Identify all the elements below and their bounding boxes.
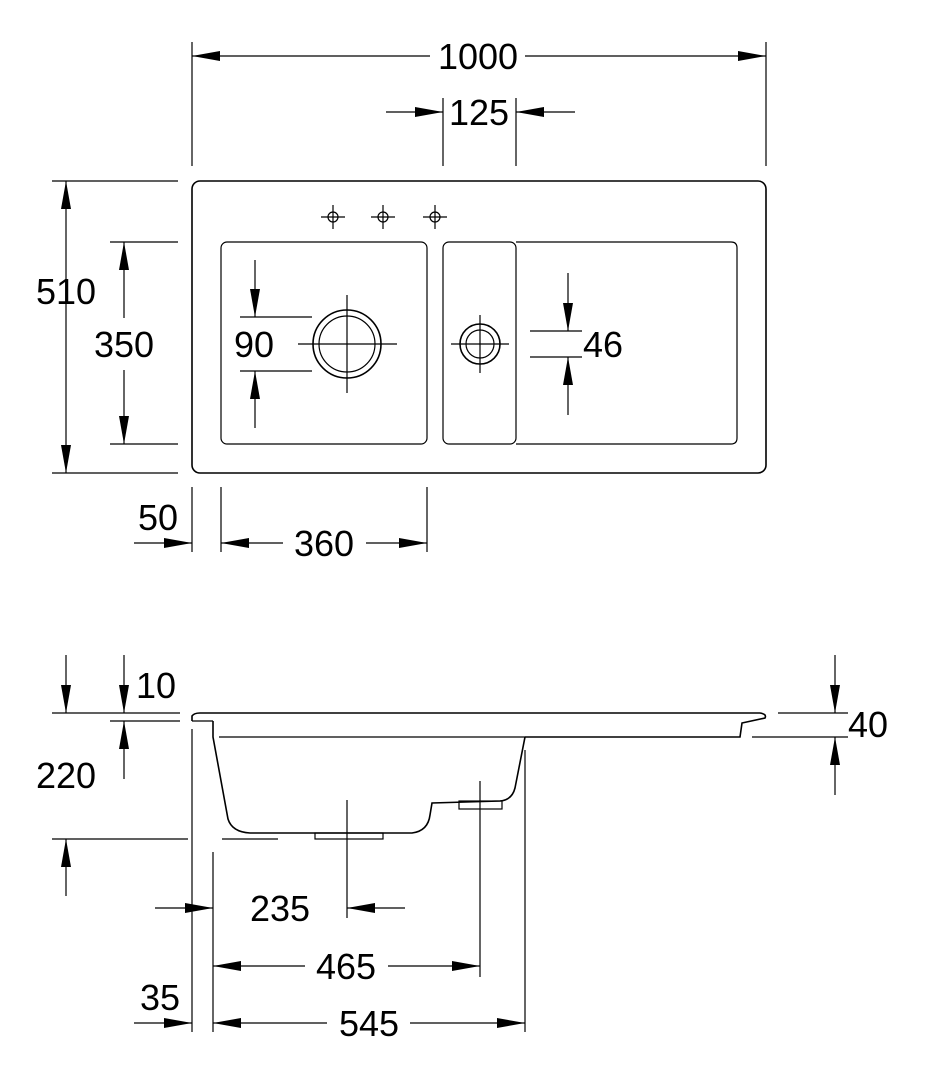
tap-hole-icon [320,204,346,230]
dimension-bowl-total-width: 545 [213,1003,525,1044]
label-small-drain: 46 [583,324,623,365]
dimension-edge-offset-side: 35 [134,977,192,1028]
small-drain-icon [451,315,509,373]
label-rim-thickness: 10 [136,665,176,706]
dimension-edge-offset-top: 50 [134,487,222,552]
label-drain-offset: 235 [250,888,310,929]
dimension-second-drain-offset: 465 [213,946,480,987]
dimension-main-drain: 90 [234,260,312,428]
sink-outline [191,180,767,474]
label-bowl-height: 220 [36,755,96,796]
side-view: 10 220 40 235 [36,655,888,1044]
sink-rim-profile [191,712,767,738]
label-drainer-height: 40 [848,704,888,745]
label-second-drain-offset: 465 [316,946,376,987]
dimension-small-drain: 46 [530,273,623,415]
dimension-bowl-width: 360 [221,487,428,564]
bowl-profile [212,721,526,834]
dimension-drainer-height: 40 [752,655,888,795]
label-tap-spacing: 125 [449,92,509,133]
label-overall-depth: 510 [36,271,96,312]
label-main-drain: 90 [234,324,274,365]
dimension-bowl-height: 220 [36,755,278,896]
label-bowl-depth: 350 [94,324,154,365]
label-edge-offset-side: 35 [140,977,180,1018]
main-bowl [220,241,428,445]
main-drain-icon [298,295,397,393]
label-bowl-width: 360 [294,523,354,564]
dimension-tap-spacing: 125 [386,92,575,166]
dimension-bowl-depth: 350 [94,241,178,445]
drain-outlet [314,832,384,840]
small-bowl [442,241,517,445]
dimension-drain-offset: 235 [155,888,405,929]
tap-hole-icon [422,204,448,230]
tap-hole-icon [370,204,396,230]
dimension-overall-depth: 510 [36,180,178,474]
label-bowl-total-width: 545 [339,1003,399,1044]
dimension-overall-width: 1000 [191,36,767,166]
label-overall-width: 1000 [438,36,518,77]
drainer-area [516,241,738,445]
label-edge-offset-top: 50 [138,497,178,538]
dimension-rim-thickness: 10 [52,655,180,779]
top-view: 1000 125 510 35 [36,36,767,564]
